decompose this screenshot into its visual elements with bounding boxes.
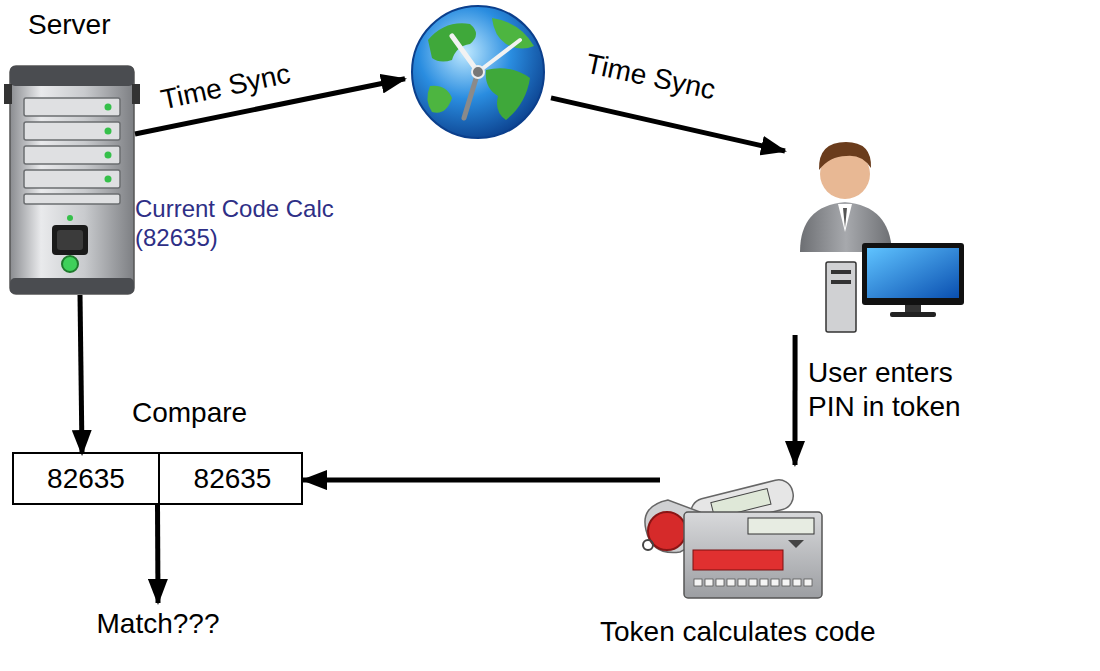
- edge-label: Time Sync: [583, 47, 718, 107]
- arrow-connector: [80, 295, 82, 454]
- user-node: [785, 135, 965, 335]
- edge-label: User enters PIN in token: [808, 356, 986, 423]
- code-cell: 82635: [14, 454, 160, 503]
- arrow-connector: [303, 477, 660, 482]
- token-icon: [643, 477, 822, 598]
- code-value: 82635: [47, 462, 125, 496]
- code-calc-label: Current Code Calc (82635): [135, 195, 367, 253]
- code-value: 82635: [194, 462, 272, 496]
- globe-icon: [412, 6, 544, 138]
- code-cell: 82635: [160, 454, 305, 503]
- server-title: Server: [28, 8, 110, 42]
- arrow-connector: [155, 505, 161, 603]
- compare-heading: Compare: [132, 396, 247, 430]
- token-node: Token calculates code: [660, 465, 825, 605]
- compare-box: Compare8263582635: [12, 452, 303, 505]
- arrow-connector: [551, 98, 785, 151]
- server-node: ServerCurrent Code Calc (82635): [8, 65, 135, 295]
- arrow-connector: [792, 335, 797, 465]
- result-node: Match???: [90, 603, 226, 645]
- user-icon: [800, 142, 964, 332]
- token-caption: Token calculates code: [600, 615, 876, 649]
- globe-node: [405, 4, 551, 140]
- server-icon: [4, 66, 140, 294]
- match-label: Match???: [97, 607, 220, 641]
